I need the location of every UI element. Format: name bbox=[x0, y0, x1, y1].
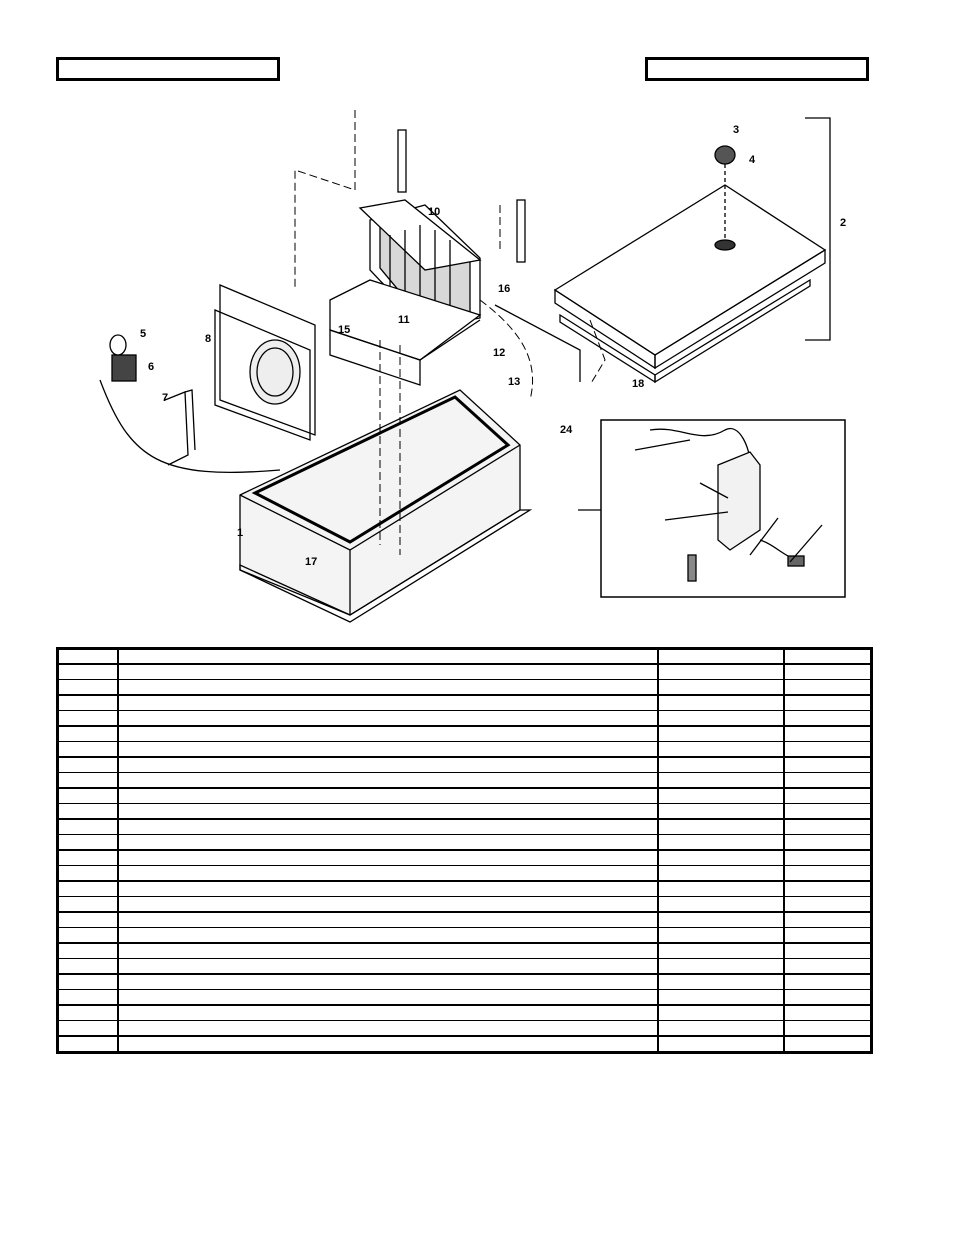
column-header bbox=[656, 648, 785, 664]
fan-shroud bbox=[214, 284, 316, 441]
callout-4: 4 bbox=[749, 154, 756, 166]
table-row bbox=[56, 834, 873, 850]
table-row bbox=[56, 726, 873, 742]
callout-15: 15 bbox=[338, 324, 350, 336]
table-row bbox=[56, 1036, 873, 1053]
callout-18: 18 bbox=[632, 378, 644, 390]
drip-tray bbox=[329, 279, 482, 386]
table-row bbox=[56, 788, 873, 804]
table-row bbox=[56, 710, 873, 726]
callout-12: 12 bbox=[493, 347, 505, 359]
table-row bbox=[56, 695, 873, 711]
callout-11: 11 bbox=[398, 314, 410, 326]
table-row bbox=[56, 896, 873, 912]
table-row bbox=[56, 819, 873, 835]
table-row bbox=[56, 741, 873, 757]
callout-13: 13 bbox=[508, 376, 520, 388]
callout-7: 7 bbox=[162, 392, 168, 404]
exploded-parts-diagram: 1 2 3 4 5 6 7 8 10 11 12 13 15 16 17 18 … bbox=[99, 110, 846, 623]
callout-1: 1 bbox=[237, 527, 243, 539]
table-row bbox=[56, 912, 873, 928]
callout-24: 24 bbox=[560, 424, 573, 436]
base-cabinet bbox=[239, 389, 533, 623]
table-row bbox=[56, 1020, 873, 1036]
fan-motor bbox=[99, 334, 281, 473]
column-header bbox=[56, 648, 119, 664]
table-row bbox=[56, 772, 873, 788]
table-row bbox=[56, 803, 873, 819]
table-row bbox=[56, 974, 873, 990]
callout-2: 2 bbox=[840, 217, 846, 229]
condenser-coil bbox=[358, 199, 482, 329]
callout-5: 5 bbox=[140, 328, 146, 340]
callout-6: 6 bbox=[148, 361, 154, 373]
table-row bbox=[56, 927, 873, 943]
table-header-row bbox=[56, 648, 873, 664]
callout-8: 8 bbox=[205, 333, 211, 345]
header-right-box bbox=[645, 57, 869, 81]
table-row bbox=[56, 850, 873, 866]
assembly-guide-lines bbox=[294, 110, 606, 555]
table-row bbox=[56, 989, 873, 1005]
callout-10: 10 bbox=[428, 206, 440, 218]
table-row bbox=[56, 664, 873, 680]
parts-list-table bbox=[56, 647, 873, 1054]
callout-3: 3 bbox=[733, 124, 739, 136]
table-row bbox=[56, 757, 873, 773]
group-bracket-2 bbox=[805, 117, 831, 341]
header-left-box bbox=[56, 57, 280, 81]
column-header bbox=[782, 648, 873, 664]
table-row bbox=[56, 679, 873, 695]
callout-16: 16 bbox=[498, 283, 510, 295]
detail-inset bbox=[578, 419, 846, 598]
table-row bbox=[56, 958, 873, 974]
mounting-strips bbox=[397, 129, 581, 382]
callout-17: 17 bbox=[305, 556, 317, 568]
table-row bbox=[56, 865, 873, 881]
table-row bbox=[56, 1005, 873, 1021]
table-row bbox=[56, 943, 873, 959]
column-header bbox=[116, 648, 659, 664]
motor-bracket bbox=[164, 389, 196, 466]
table-row bbox=[56, 881, 873, 897]
top-cover bbox=[553, 145, 827, 384]
